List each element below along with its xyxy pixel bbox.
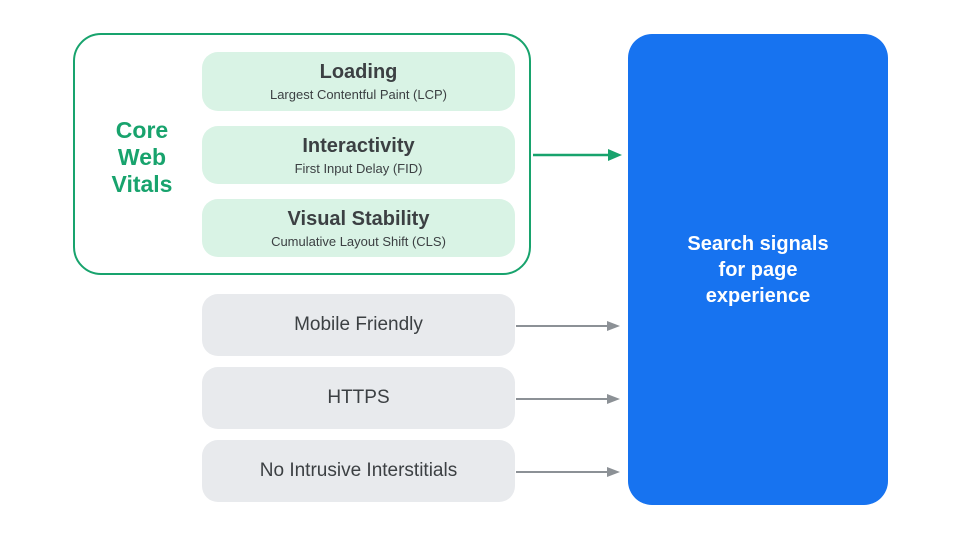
metric-card-visual-stability: Visual Stability Cumulative Layout Shift…: [202, 199, 515, 257]
core-web-vitals-label-line: Core: [115, 117, 169, 143]
result-text-line: experience: [705, 284, 811, 307]
core-web-vitals-label-line: Web: [117, 144, 167, 170]
signal-card-https: HTTPS: [202, 367, 515, 429]
metric-card-interactivity: Interactivity First Input Delay (FID): [202, 126, 515, 184]
arrow-https-to-result: [516, 394, 620, 404]
metric-title: Visual Stability: [287, 207, 430, 230]
metric-card-loading: Loading Largest Contentful Paint (LCP): [202, 52, 515, 111]
signal-card-mobile-friendly: Mobile Friendly: [202, 294, 515, 356]
search-signals-result-box: Search signals for page experience: [628, 34, 888, 505]
metric-subtitle: Largest Contentful Paint (LCP): [269, 87, 448, 102]
metric-title: Loading: [319, 61, 398, 83]
arrow-no-intrusive-interstitials-to-result: [516, 467, 620, 477]
metric-subtitle: First Input Delay (FID): [294, 160, 423, 176]
arrow-core-web-vitals-to-result: [533, 149, 622, 161]
result-text-line: for page: [718, 258, 798, 281]
signal-card-no-intrusive-interstitials: No Intrusive Interstitials: [202, 440, 515, 502]
metric-subtitle: Cumulative Layout Shift (CLS): [271, 233, 446, 249]
signal-label: HTTPS: [327, 387, 390, 408]
core-web-vitals-label-line: Vitals: [111, 171, 173, 197]
core-web-vitals-label: Core Web Vitals: [85, 117, 199, 198]
arrow-mobile-friendly-to-result: [516, 321, 620, 331]
result-text-line: Search signals: [687, 232, 829, 255]
metric-title: Interactivity: [302, 134, 415, 157]
signal-label: Mobile Friendly: [294, 314, 423, 335]
signal-label: No Intrusive Interstitials: [259, 460, 458, 481]
